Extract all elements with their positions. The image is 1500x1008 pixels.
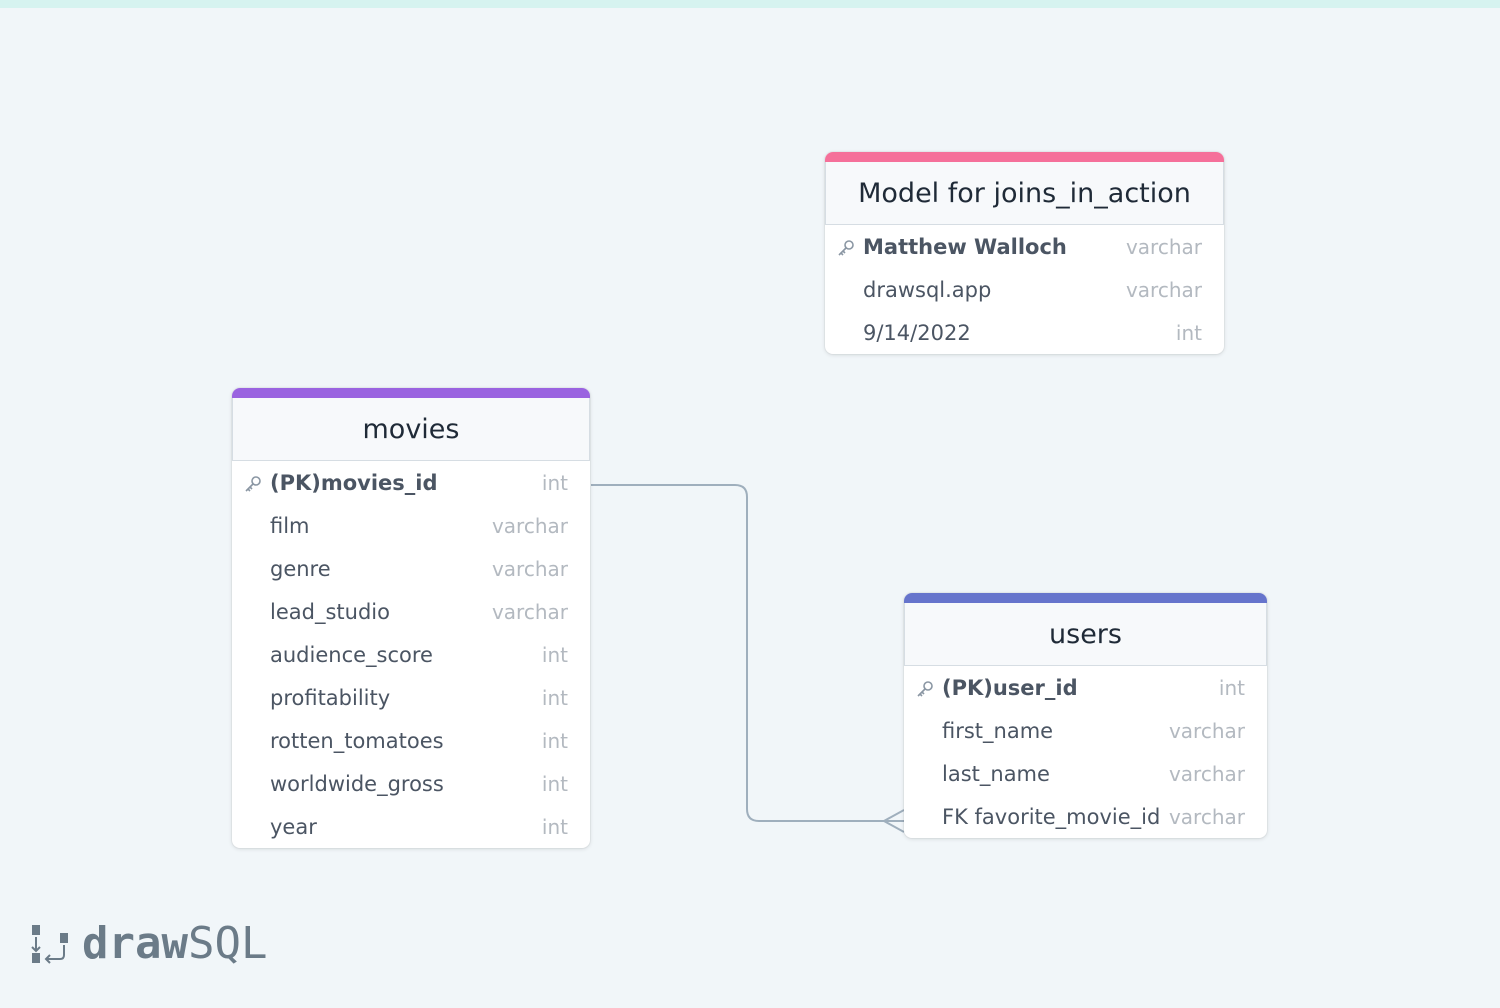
drawsql-logo[interactable]: drawSQL xyxy=(30,918,267,969)
column-row[interactable]: (PK)movies_id int xyxy=(232,461,590,504)
key-icon xyxy=(244,474,262,492)
column-name: (PK)user_id xyxy=(942,675,1078,700)
column-row[interactable]: first_name varchar xyxy=(904,709,1267,752)
column-type: int xyxy=(541,814,568,839)
column-type: int xyxy=(541,642,568,667)
column-type: varchar xyxy=(1168,761,1245,786)
column-row[interactable]: film varchar xyxy=(232,504,590,547)
column-name: FK favorite_movie_id xyxy=(942,804,1161,829)
column-row[interactable]: lead_studio varchar xyxy=(232,590,590,633)
drawsql-wordmark: drawSQL xyxy=(82,918,268,969)
column-row[interactable]: worldwide_gross int xyxy=(232,762,590,805)
column-name: (PK)movies_id xyxy=(270,470,438,495)
column-type: int xyxy=(1175,320,1202,345)
column-name: worldwide_gross xyxy=(270,771,444,796)
table-accent xyxy=(232,388,590,398)
column-row[interactable]: profitability int xyxy=(232,676,590,719)
table-model[interactable]: Model for joins_in_action Matthew Walloc… xyxy=(825,152,1224,354)
column-type: int xyxy=(541,685,568,710)
column-name: genre xyxy=(270,556,331,581)
column-name: year xyxy=(270,814,317,839)
crows-foot-icon xyxy=(881,809,905,833)
column-type: varchar xyxy=(1168,718,1245,743)
column-type: int xyxy=(541,728,568,753)
relation-path xyxy=(591,484,904,822)
column-name: rotten_tomatoes xyxy=(270,728,444,753)
column-row[interactable]: last_name varchar xyxy=(904,752,1267,795)
column-row[interactable]: drawsql.app varchar xyxy=(825,268,1224,311)
drawsql-logo-icon xyxy=(31,924,68,964)
column-type: varchar xyxy=(491,599,568,624)
table-title[interactable]: Model for joins_in_action xyxy=(825,162,1224,225)
column-name: 9/14/2022 xyxy=(863,320,971,345)
column-row[interactable]: 9/14/2022 int xyxy=(825,311,1224,354)
column-type: varchar xyxy=(1125,277,1202,302)
column-row[interactable]: (PK)user_id int xyxy=(904,666,1267,709)
column-name: first_name xyxy=(942,718,1054,743)
column-type: int xyxy=(541,771,568,796)
column-row[interactable]: rotten_tomatoes int xyxy=(232,719,590,762)
key-icon xyxy=(916,679,934,697)
table-accent xyxy=(904,593,1267,603)
column-type: varchar xyxy=(491,556,568,581)
column-type: int xyxy=(1218,675,1245,700)
key-icon xyxy=(837,238,855,256)
column-name: lead_studio xyxy=(270,599,390,624)
column-name: last_name xyxy=(942,761,1050,786)
table-rows: Matthew Walloch varchar drawsql.app varchar… xyxy=(825,225,1224,354)
column-type: varchar xyxy=(1168,804,1245,829)
column-row[interactable]: audience_score int xyxy=(232,633,590,676)
column-row[interactable]: year int xyxy=(232,805,590,848)
column-type: varchar xyxy=(1125,234,1202,259)
column-type: int xyxy=(541,470,568,495)
column-type: varchar xyxy=(491,513,568,538)
column-name: Matthew Walloch xyxy=(863,234,1067,259)
column-name: film xyxy=(270,513,310,538)
column-name: profitability xyxy=(270,685,391,710)
column-row[interactable]: genre varchar xyxy=(232,547,590,590)
table-accent xyxy=(825,152,1224,162)
table-title[interactable]: users xyxy=(904,603,1267,666)
table-title[interactable]: movies xyxy=(232,398,590,461)
column-row[interactable]: FK favorite_movie_id varchar xyxy=(904,795,1267,838)
top-strip xyxy=(0,0,1500,8)
column-name: drawsql.app xyxy=(863,277,992,302)
column-name: audience_score xyxy=(270,642,433,667)
column-row[interactable]: Matthew Walloch varchar xyxy=(825,225,1224,268)
